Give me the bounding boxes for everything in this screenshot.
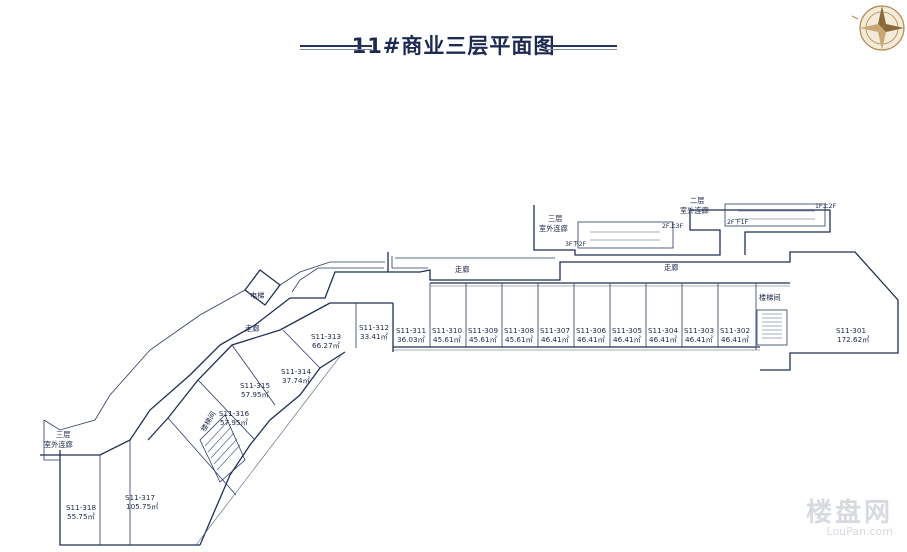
stair-west	[199, 414, 246, 483]
unit-area: 45.61㎡	[433, 335, 461, 344]
unit-id: S11-318	[66, 503, 96, 512]
outdoor-bridge-2f-label: 二层 室外连廊	[680, 196, 709, 215]
watermark: 楼盘网 LouPan.com	[806, 492, 893, 538]
unit-id: S11-306	[576, 326, 606, 335]
stair-east	[756, 309, 788, 346]
corridor-label: 走廊	[455, 265, 469, 274]
unit-id: S11-313	[311, 332, 341, 341]
unit-area: 45.61㎡	[505, 335, 533, 344]
page-title: 11#商业三层平面图	[351, 34, 556, 58]
unit-area: 46.41㎡	[613, 335, 641, 344]
unit-id: S11-304	[648, 326, 678, 335]
unit-id: S11-316	[219, 409, 249, 418]
unit-area: 105.75㎡	[126, 502, 158, 511]
bridge-line: 三层	[56, 430, 70, 439]
watermark-en: LouPan.com	[826, 525, 893, 538]
title-rule-right-thin	[545, 49, 617, 50]
unit-area: 66.27㎡	[312, 341, 340, 350]
shop-partitions	[99, 283, 757, 545]
unit-area: 46.41㎡	[721, 335, 749, 344]
unit-id: S11-314	[281, 367, 311, 376]
stair-west-label: 楼梯间	[199, 410, 218, 433]
unit-area: 55.75㎡	[67, 512, 95, 521]
unit-id: S11-308	[504, 326, 534, 335]
escalator-tag: 2F上3F	[662, 222, 684, 230]
unit-id: S11-312	[359, 323, 389, 332]
elevator-label: 电梯	[250, 291, 264, 300]
unit-id: S11-311	[396, 326, 426, 335]
unit-id: S11-302	[720, 326, 750, 335]
bridge-line: 三层	[548, 214, 562, 223]
escalators: 2F上3F 3F下2F 2F下1F 1F上2F	[533, 202, 837, 256]
unit-id: S11-315	[240, 381, 270, 390]
unit-labels: S11-301172.62㎡S11-30246.41㎡S11-30346.41㎡…	[66, 323, 869, 521]
title-rule-left-thin	[300, 49, 372, 50]
bridge-line: 室外连廊	[44, 440, 73, 449]
unit-area: 36.03㎡	[397, 335, 425, 344]
corridor-label: 走廊	[245, 324, 259, 333]
building-outline	[40, 251, 899, 546]
bridge-line: 室外连廊	[680, 206, 709, 215]
unit-id: S11-309	[468, 326, 498, 335]
unit-area: 33.41㎡	[360, 332, 388, 341]
outdoor-bridge-3f-label: 三层 室外连廊	[539, 214, 568, 233]
unit-id: S11-303	[684, 326, 714, 335]
unit-area: 46.41㎡	[685, 335, 713, 344]
escalator-tag: 3F下2F	[565, 241, 587, 248]
unit-area: 172.62㎡	[837, 335, 869, 344]
unit-id: S11-301	[836, 326, 866, 335]
unit-area: 45.61㎡	[469, 335, 497, 344]
unit-area: 37.74㎡	[282, 376, 310, 385]
title-rule-right	[545, 45, 617, 47]
watermark-cn: 楼盘网	[805, 498, 893, 528]
stair-east-label: 楼梯间	[759, 293, 781, 302]
unit-id: S11-305	[612, 326, 642, 335]
outdoor-bridge-west-label: 三层 室外连廊	[44, 430, 73, 449]
escalator-tag: 1F上2F	[815, 202, 837, 210]
unit-area: 46.41㎡	[577, 335, 605, 344]
unit-area: 46.41㎡	[649, 335, 677, 344]
compass-icon	[851, 5, 905, 51]
unit-area: 57.95㎡	[241, 390, 269, 399]
bridge-line: 室外连廊	[539, 224, 568, 233]
unit-id: S11-307	[540, 326, 570, 335]
unit-id: S11-317	[125, 493, 155, 502]
unit-area: 46.41㎡	[541, 335, 569, 344]
title-rule-left	[300, 45, 372, 47]
bridge-line: 二层	[690, 196, 704, 205]
unit-area: 57.95㎡	[220, 418, 248, 427]
escalator-tag: 2F下1F	[727, 219, 749, 226]
unit-id: S11-310	[432, 326, 462, 335]
corridor-label: 走廊	[664, 263, 678, 272]
